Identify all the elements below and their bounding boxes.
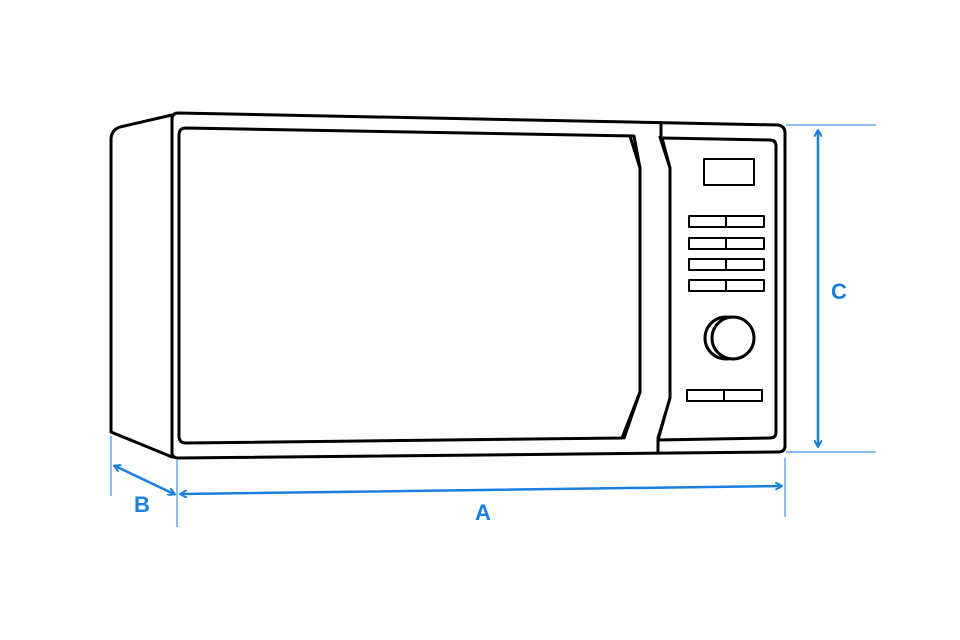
width-dimension-arrow-icon [181,486,781,494]
button-row [688,215,765,228]
microwave-side-panel [109,113,174,459]
depth-dimension-arrow-icon [115,466,174,494]
button-row [688,258,765,271]
height-label-c: C [831,279,847,304]
button-row [688,237,765,250]
microwave-door-handle [622,134,642,440]
depth-label-b: B [134,492,150,517]
display-screen [703,158,755,186]
button-row [688,279,765,292]
width-label-a: A [475,500,491,525]
start-stop-buttons [686,389,763,402]
microwave-door-window [177,126,642,445]
dimension-extension-lines [110,124,876,527]
microwave-icon [109,111,787,460]
dial-knob-icon [703,315,756,361]
